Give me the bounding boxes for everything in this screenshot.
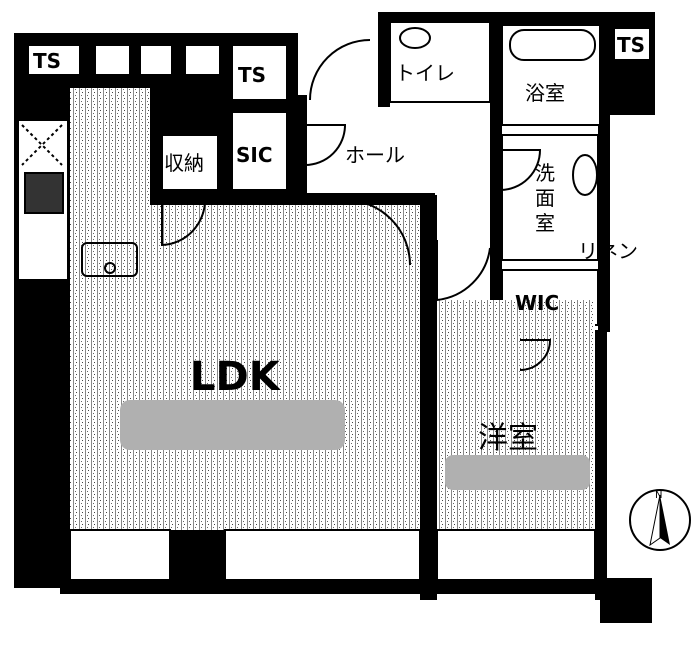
washroom-label: 洗 [535, 161, 555, 185]
stove-icon [24, 172, 64, 214]
toilet-icon [399, 27, 431, 49]
door-swing [300, 124, 347, 166]
bedroom-label: 洋室 [478, 421, 538, 456]
storage-label: 収納 [164, 151, 204, 175]
door-swing [309, 39, 371, 101]
ldk-label: LDK [190, 354, 282, 400]
toilet-label: トイレ [395, 61, 455, 85]
ts-label: TS [617, 33, 645, 57]
window [69, 529, 171, 581]
door-swing [344, 199, 411, 266]
wic-label: WIC [515, 291, 559, 315]
ts-label: TS [238, 63, 266, 87]
door-swing [499, 149, 542, 191]
bedroom-floor [437, 300, 595, 530]
sic-closet [231, 111, 288, 191]
duct-box [139, 44, 173, 76]
compass-icon: N [629, 489, 691, 551]
washroom-label: 室 [535, 211, 555, 235]
door-swing [161, 199, 207, 247]
window [224, 529, 421, 581]
linen-label: リネン [12, 89, 72, 113]
ldk-floor [70, 205, 420, 530]
linen-label: リネン [578, 239, 638, 263]
compass-north-label: N [655, 490, 662, 501]
storage-closet [161, 134, 219, 191]
hall-label: ホール [345, 143, 405, 167]
door-swing [519, 339, 552, 371]
toilet-room [389, 21, 491, 103]
sic-label: SIC [236, 143, 273, 167]
redacted-area-bedroom [445, 455, 590, 490]
redacted-area-ldk [120, 400, 345, 450]
window [436, 529, 596, 581]
ts-box-2 [231, 44, 288, 101]
ts-box-1 [27, 44, 81, 76]
washbasin-icon [572, 154, 598, 196]
ts-label: TS [33, 49, 61, 73]
washroom-label: 面 [535, 186, 555, 210]
door-swing [436, 240, 491, 302]
ts-box-3 [613, 27, 651, 61]
bath-label: 浴室 [525, 81, 565, 105]
sink-icon [81, 242, 138, 277]
bath-room [501, 24, 601, 126]
hall-area [307, 108, 490, 193]
bathtub-icon [509, 29, 596, 61]
duct-box [94, 44, 131, 76]
duct-box [184, 44, 221, 76]
hall-corridor [437, 190, 490, 300]
